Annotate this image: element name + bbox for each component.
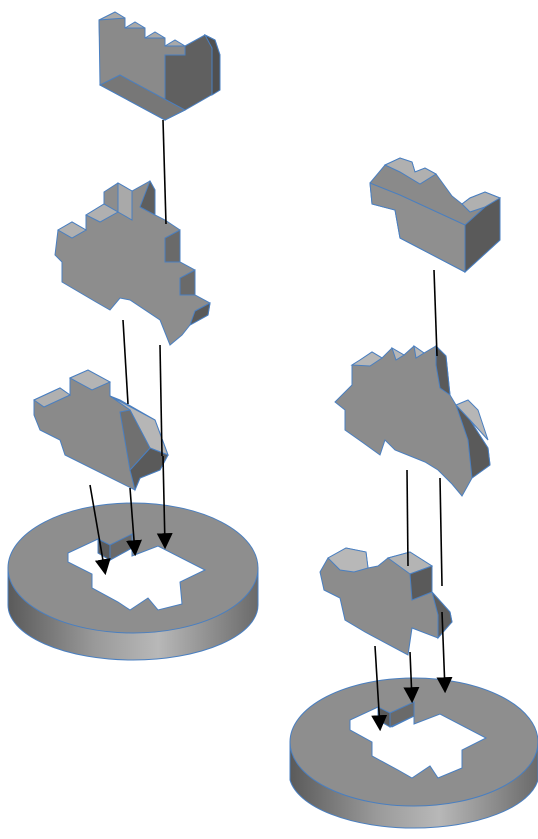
arrow xyxy=(403,651,420,704)
connector-line xyxy=(439,477,443,587)
connector-line xyxy=(406,469,409,567)
connector-line xyxy=(433,269,438,357)
connector-line xyxy=(159,344,163,457)
right-middle-block xyxy=(334,344,491,497)
assembly-left xyxy=(7,11,259,661)
arrow xyxy=(126,487,142,557)
arrow xyxy=(89,484,111,576)
arrow xyxy=(371,645,388,732)
arrow xyxy=(156,455,173,550)
connector-line xyxy=(162,119,167,225)
left-top-block xyxy=(98,11,221,121)
left-connectors xyxy=(89,119,173,576)
left-bottom-block xyxy=(33,369,169,492)
left-middle-block xyxy=(54,179,211,346)
assembly-right xyxy=(289,157,538,829)
arrow xyxy=(436,611,453,694)
right-connectors xyxy=(371,269,453,732)
right-bottom-block xyxy=(319,547,453,656)
right-ring-base xyxy=(289,677,538,829)
right-top-block xyxy=(369,157,502,274)
connector-line xyxy=(122,319,129,405)
